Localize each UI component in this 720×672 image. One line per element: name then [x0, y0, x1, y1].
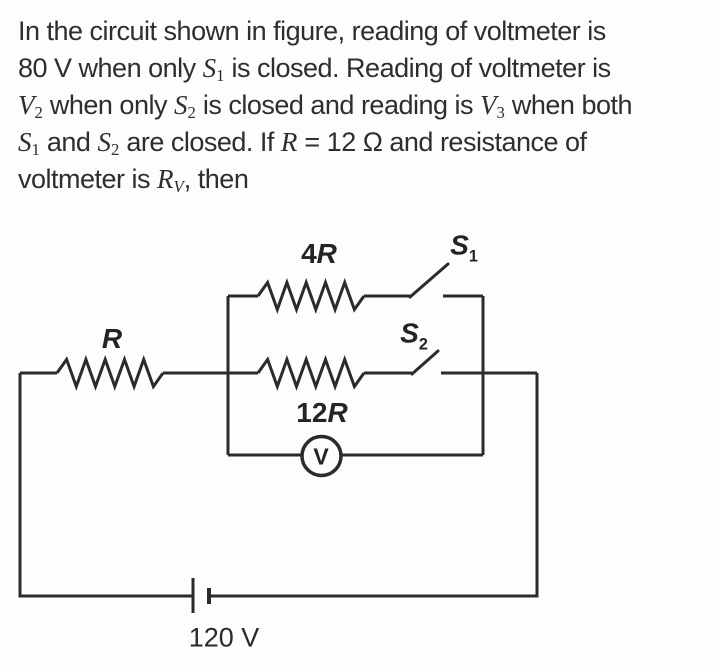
- text-segment: V: [18, 90, 35, 120]
- text-segment: S: [173, 90, 188, 120]
- voltmeter-circle: [300, 434, 343, 478]
- switch-s2-label: S2: [400, 318, 428, 355]
- text-segment: S: [202, 53, 217, 83]
- text-segment: 1: [31, 140, 40, 160]
- switch-s1-blade: [408, 262, 450, 299]
- switch-s1-label-sub: 1: [468, 247, 478, 266]
- resistor-4r-label-var: R: [316, 238, 337, 269]
- outer-right-bottom-wire: [209, 373, 539, 598]
- text-segment: = 12 Ω and resistance of: [297, 127, 587, 157]
- text-segment: and: [39, 127, 98, 157]
- resistor-4r-zigzag: [256, 278, 366, 314]
- problem-text: In the circuit shown in figure, reading …: [18, 13, 713, 198]
- text-segment: R: [280, 127, 298, 157]
- text-segment: voltmeter is: [18, 164, 158, 194]
- text-segment: 2: [187, 103, 196, 123]
- resistor-12r-zigzag: [256, 355, 366, 391]
- switch-s1-label-base: S: [450, 229, 469, 261]
- text-segment: 2: [110, 140, 120, 160]
- resistor-4r-label-num: 4: [301, 238, 317, 269]
- text-segment: when both: [504, 90, 633, 120]
- problem-text-line: V2 when only S2 is closed and reading is…: [18, 87, 713, 124]
- text-segment: , then: [183, 164, 249, 194]
- resistor-12r-label-var: R: [327, 397, 348, 428]
- text-segment: S: [97, 127, 111, 157]
- problem-text-line: In the circuit shown in figure, reading …: [18, 13, 713, 50]
- text-segment: 2: [34, 103, 43, 123]
- resistor-12r-label: 12R: [296, 397, 347, 429]
- voltmeter-label: V: [313, 443, 329, 470]
- text-segment: is closed. Reading of voltmeter is: [224, 53, 612, 83]
- text-segment: 80 V when only: [18, 53, 203, 83]
- switch-s1-label: S1: [450, 230, 478, 267]
- resistor-r-label: R: [102, 323, 122, 355]
- outer-left-bottom-wire: [18, 373, 193, 598]
- text-segment: 1: [216, 66, 225, 86]
- text-segment: when only: [42, 90, 174, 120]
- text-segment: 3: [496, 103, 505, 123]
- switch-s2-blade: [410, 349, 440, 376]
- problem-text-line: 80 V when only S1 is closed. Reading of …: [18, 50, 713, 87]
- text-segment: V: [480, 90, 497, 120]
- problem-text-line: S1 and S2 are closed. If R = 12 Ω and re…: [18, 124, 713, 161]
- resistor-12r-label-num: 12: [296, 397, 328, 428]
- text-segment: V: [173, 177, 184, 197]
- text-segment: is closed and reading is: [195, 90, 481, 120]
- battery-voltage-label: 120 V: [188, 622, 260, 653]
- problem-text-line: voltmeter is RV, then: [18, 161, 713, 198]
- text-segment: are closed. If: [119, 127, 281, 157]
- text-segment: R: [157, 164, 174, 194]
- resistor-r-label-var: R: [101, 323, 123, 354]
- resistor-r-zigzag: [55, 355, 165, 391]
- text-segment: In the circuit shown in figure, reading …: [18, 16, 606, 46]
- text-segment: S: [18, 127, 32, 157]
- switch-s2-label-base: S: [400, 317, 419, 349]
- switch-s2-label-sub: 2: [418, 335, 428, 354]
- resistor-4r-label: 4R: [301, 238, 337, 270]
